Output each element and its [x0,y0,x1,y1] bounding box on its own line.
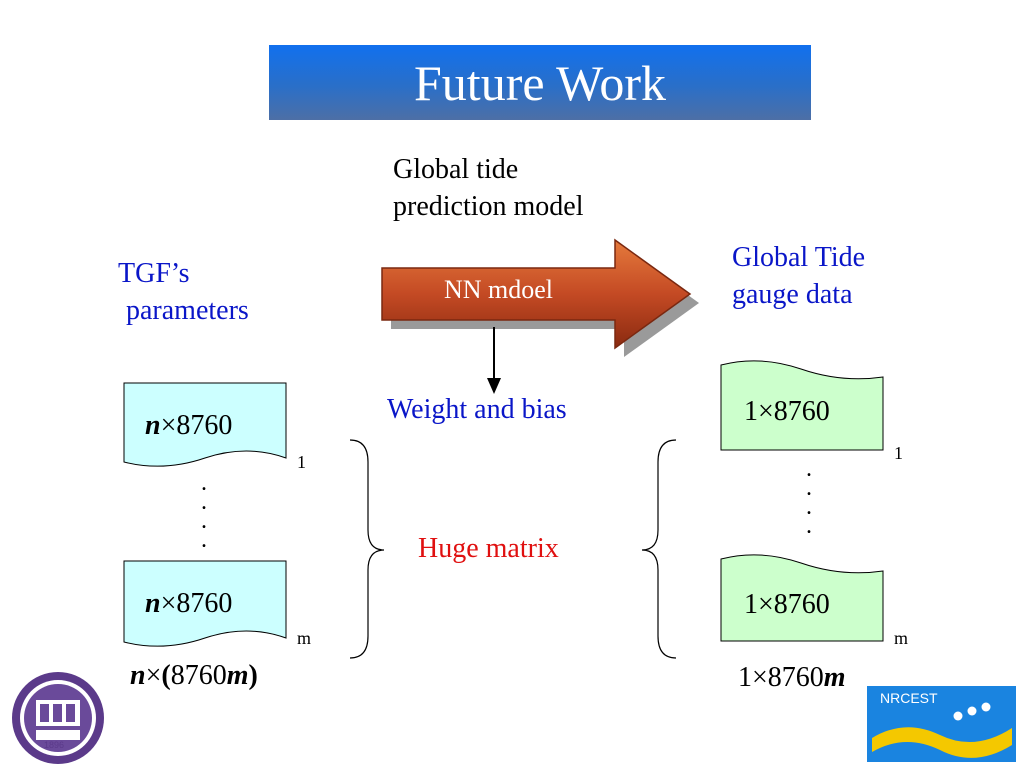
left-doc-bottom-times: × [160,588,177,619]
left-brace [349,439,385,659]
huge-matrix-label: Huge matrix [418,533,559,564]
left-doc-top [123,382,287,467]
left-doc-bottom-var: n [145,588,161,619]
page-title: Future Work [414,54,666,111]
right-dot-4: . [806,513,812,539]
right-label: Global Tide gauge data [732,238,865,315]
right-doc-bottom-times: × [758,589,774,620]
left-label-line2: parameters [126,294,249,326]
nrcest-logo-text: NRCEST [880,690,938,706]
nn-box-label: NN mdoel [443,275,554,304]
left-total-times: × [145,660,162,691]
left-total-label: n×(8760m) [130,660,258,692]
right-dot-2: . [806,475,812,501]
left-doc-top-var: n [145,410,161,441]
left-doc-top-label: n×8760 [145,410,232,442]
right-doc-bottom-num: 8760 [773,589,830,620]
model-label-line2: prediction model [393,190,584,222]
left-doc-bottom-label: n×8760 [145,588,232,620]
left-dot-3: . [201,508,207,534]
left-index-bottom: m [297,628,312,648]
right-dot-1: . [806,456,812,482]
right-doc-bottom-one: 1 [744,589,758,620]
left-dot-2: . [201,489,207,515]
weight-bias-label: Weight and bias [387,394,567,425]
right-label-line1: Global Tide [732,242,866,273]
title-bar: Future Work [269,45,811,120]
left-doc-bottom [123,560,287,647]
nn-arrow [381,238,692,350]
right-total-times: × [752,662,768,693]
right-total-label: 1×8760m [738,662,846,694]
right-ellipsis: . . . . [806,456,812,539]
right-index-top: 1 [894,443,903,463]
right-doc-bottom-label: 1×8760 [744,589,830,621]
left-total-var: n [130,660,146,691]
right-total-one: 1 [738,662,752,693]
university-seal-logo [12,672,104,764]
right-index-bottom: m [894,628,909,648]
right-total-num: 8760 [767,662,824,693]
left-label-line1: TGF’s [118,258,190,289]
right-label-line2: gauge data [732,278,853,310]
right-doc-top [720,360,884,451]
right-doc-top-times: × [758,396,774,427]
model-label: Global tide prediction model [393,150,584,227]
left-total-num: 8760 [170,660,227,691]
left-doc-top-times: × [160,410,177,441]
down-arrow-head [487,378,501,394]
left-index-top: 1 [297,452,306,472]
right-total-var: m [823,662,846,693]
left-dot-4: . [201,527,207,553]
left-total-var2: m [226,660,249,691]
right-brace [641,439,677,659]
left-ellipsis: . . . . [201,470,207,553]
left-total-close: ) [248,660,258,691]
left-doc-bottom-num: 8760 [176,588,233,619]
left-total-open: ( [161,660,171,691]
left-dot-1: . [201,470,207,496]
right-dot-3: . [806,494,812,520]
nrcest-logo [867,686,1016,762]
left-label: TGF’s parameters [118,254,249,331]
seal-logo-year: 1896 [44,740,65,750]
right-doc-top-num: 8760 [773,396,830,427]
right-doc-top-one: 1 [744,396,758,427]
model-label-line1: Global tide [393,154,519,185]
left-doc-top-num: 8760 [176,410,233,441]
right-doc-bottom [720,554,884,642]
right-doc-top-label: 1×8760 [744,396,830,428]
